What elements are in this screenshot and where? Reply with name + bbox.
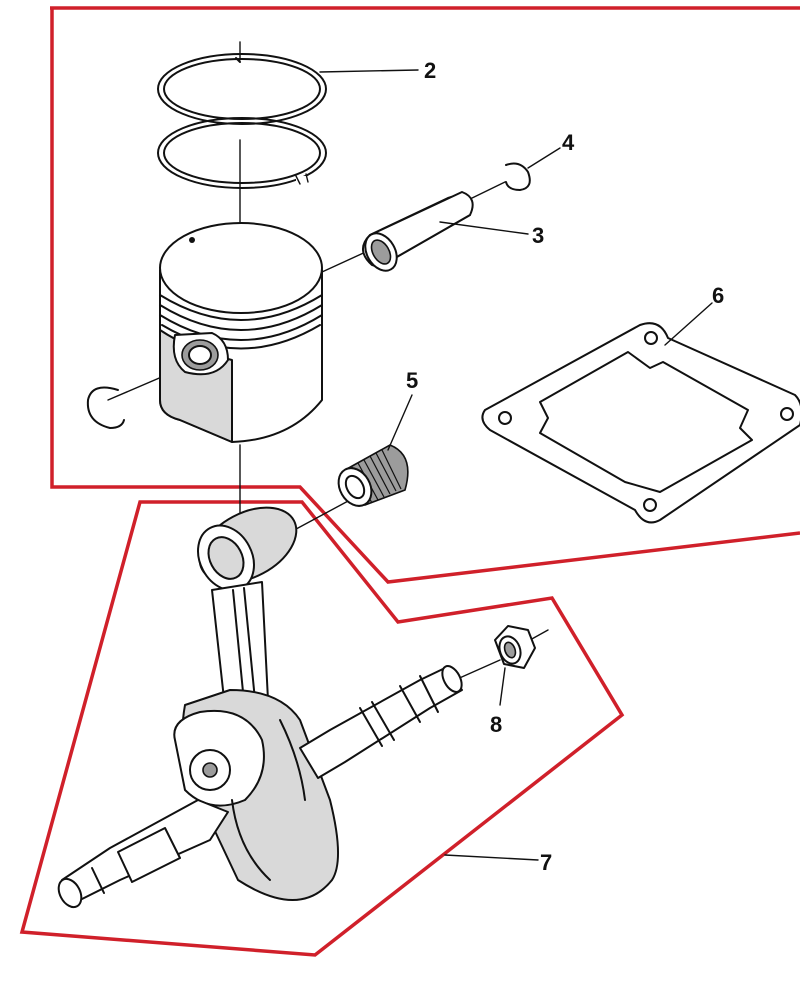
piston-rings-part	[157, 53, 327, 189]
callout-3: 3	[532, 223, 544, 248]
callout-2: 2	[424, 58, 436, 83]
callout-4: 4	[562, 130, 575, 155]
crankshaft-assembly-part	[57, 506, 463, 909]
assembly-axis-lines	[107, 41, 549, 681]
piston-group-outline	[50, 6, 800, 584]
nut-part	[494, 625, 536, 669]
piston-pin-part	[362, 191, 474, 272]
crankshaft-group-outline	[19, 500, 625, 957]
leader-lines	[319, 69, 713, 861]
cylinder-gasket-part	[481, 322, 800, 524]
left-circlip-part	[86, 386, 125, 429]
needle-bearing-part	[337, 444, 409, 507]
callout-6: 6	[712, 283, 724, 308]
crankshaft-group-boundary	[19, 500, 625, 957]
callout-7: 7	[540, 850, 552, 875]
piston-group-boundary	[50, 6, 800, 584]
callout-8: 8	[490, 712, 502, 737]
callout-5: 5	[406, 368, 418, 393]
pin-circlip-part	[505, 162, 531, 191]
piston-part	[159, 222, 323, 443]
callout-labels: 2 3 4 5 6 7 8	[406, 58, 724, 875]
